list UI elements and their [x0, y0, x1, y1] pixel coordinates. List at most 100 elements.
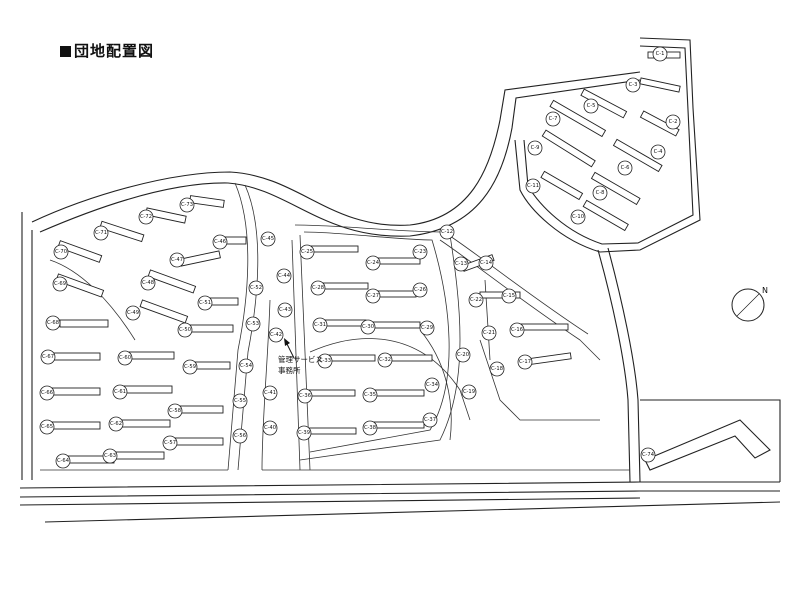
block-tag-circle	[108, 416, 124, 432]
block-tag-label: C-40	[264, 425, 276, 431]
block-tag-circle	[665, 114, 681, 130]
block-tag-label: C-3	[629, 82, 638, 88]
block-tag-circle	[179, 197, 195, 213]
block-tag: C-69	[52, 276, 68, 292]
block-tag-circle	[455, 347, 471, 363]
block-tag-circle	[525, 178, 541, 194]
block-tag-label: C-51	[199, 300, 211, 306]
block-tag-circle	[125, 305, 141, 321]
block-tag-label: C-6	[621, 165, 630, 171]
block-tag-label: C-19	[463, 389, 475, 395]
block-tag-label: C-44	[278, 273, 291, 279]
block-tag-circle	[277, 302, 293, 318]
block-tag: C-37	[422, 412, 438, 428]
block-tag-label: C-63	[104, 453, 116, 459]
block-tag-label: C-42	[270, 332, 282, 338]
block-tag: C-35	[362, 387, 378, 403]
block-tag-circle	[412, 282, 428, 298]
block-tag: C-19	[461, 384, 477, 400]
block-tag-label: C-60	[119, 355, 131, 361]
block-tag-circle	[422, 412, 438, 428]
block-tag: C-5	[583, 98, 599, 114]
block-tag: C-3	[625, 77, 641, 93]
block-tag: C-74	[640, 447, 656, 463]
block-tag-circle	[362, 387, 378, 403]
block-tag: C-4	[650, 144, 666, 160]
block-tag-label: C-22	[470, 297, 482, 303]
road-network	[19, 37, 781, 523]
block-tag: C-31	[312, 317, 328, 333]
block-tag-circle	[362, 420, 378, 436]
block-tag: C-1	[652, 46, 668, 62]
block-tag-label: C-11	[527, 183, 539, 189]
block-tag-label: C-73	[181, 202, 193, 208]
block-tag-label: C-14	[480, 260, 493, 266]
block-tag-circle	[39, 419, 55, 435]
block-tag-circle	[169, 252, 185, 268]
compass-icon: N	[731, 286, 768, 322]
block-tag: C-61	[112, 384, 128, 400]
block-tag: C-26	[412, 282, 428, 298]
block-tag: C-56	[232, 428, 248, 444]
block-tag-circle	[583, 98, 599, 114]
block-tag: C-55	[232, 393, 248, 409]
block-tag: C-21	[481, 325, 497, 341]
block-tag-label: C-1	[656, 51, 665, 57]
block-tag-circle	[93, 225, 109, 241]
block-tag: C-63	[102, 448, 118, 464]
block-tag-circle	[197, 295, 213, 311]
block-tag-circle	[592, 185, 608, 201]
block-tag: C-32	[377, 352, 393, 368]
block-tag-circle	[501, 288, 517, 304]
block-tag-circle	[140, 275, 156, 291]
block-tag-circle	[468, 292, 484, 308]
block-tag-circle	[268, 327, 284, 343]
block-tag: C-13	[453, 256, 469, 272]
block-tag-label: C-58	[169, 408, 181, 414]
block-tag-label: C-59	[184, 364, 196, 370]
block-tag: C-65	[39, 419, 55, 435]
block-tag-label: C-61	[114, 389, 126, 395]
block-tag: C-57	[162, 435, 178, 451]
block-tag: C-11	[525, 178, 541, 194]
block-tag: C-23	[412, 244, 428, 260]
block-tag-circle	[545, 111, 561, 127]
block-tag: C-72	[138, 209, 154, 225]
block-tag: C-51	[197, 295, 213, 311]
block-tag-label: C-2	[669, 119, 678, 125]
block-tag: C-62	[108, 416, 124, 432]
block-tag: C-40	[262, 420, 278, 436]
block-tag: C-22	[468, 292, 484, 308]
block-tag-label: C-15	[503, 293, 515, 299]
block-tag-label: C-66	[41, 390, 53, 396]
block-tag: C-12	[439, 224, 455, 240]
block-tag-label: C-74	[642, 452, 655, 458]
block-tag-circle	[248, 280, 264, 296]
block-tag: C-33	[317, 353, 333, 369]
block-tag-label: C-33	[319, 358, 331, 364]
map-title: 団地配置図	[60, 40, 154, 61]
title-square-icon	[60, 46, 71, 57]
block-tag-label: C-5	[587, 103, 596, 109]
block-tag-circle	[55, 453, 71, 469]
building-footprints	[51, 51, 681, 464]
block-tag-circle	[412, 244, 428, 260]
block-tag: C-46	[212, 234, 228, 250]
block-tag-circle	[317, 353, 333, 369]
block-tag: C-67	[40, 349, 56, 365]
block-tag-circle	[167, 403, 183, 419]
block-tag-circle	[262, 420, 278, 436]
block-tag: C-18	[489, 361, 505, 377]
block-tag: C-34	[424, 377, 440, 393]
block-tag-circle	[310, 280, 326, 296]
block-tag-circle	[260, 231, 276, 247]
block-tag-circle	[365, 288, 381, 304]
block-tag-label: C-21	[483, 330, 495, 336]
block-tag: C-28	[310, 280, 326, 296]
block-tag: C-43	[277, 302, 293, 318]
compass-label: N	[762, 286, 768, 295]
block-tag-circle	[439, 224, 455, 240]
block-tag-circle	[652, 46, 668, 62]
block-tag-label: C-9	[531, 145, 540, 151]
block-tag: C-54	[238, 358, 254, 374]
